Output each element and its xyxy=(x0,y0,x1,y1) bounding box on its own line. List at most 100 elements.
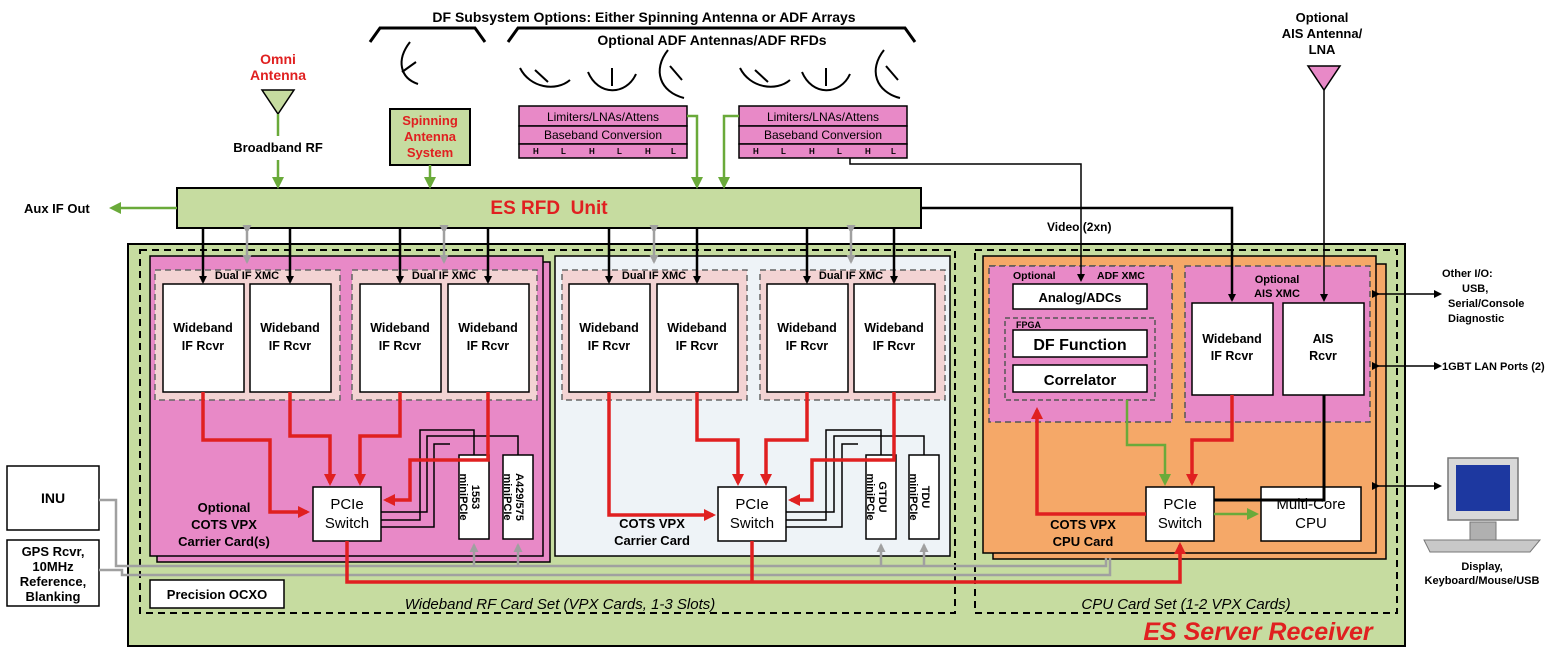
gray-clock-lines xyxy=(99,225,1185,577)
rcvr-label: IF Rcvr xyxy=(467,339,510,353)
pcie-switch-label: PCIe xyxy=(1163,496,1196,513)
tap-label: H xyxy=(645,147,651,156)
rfd-block-2 xyxy=(738,105,908,159)
dual-if-xmc-label: Dual IF XMC xyxy=(819,270,883,282)
carrier1-label-1: Optional xyxy=(198,500,251,515)
rcvr-label: IF Rcvr xyxy=(676,339,719,353)
server-title: ES Server Receiver xyxy=(1143,618,1374,646)
rcvr-label: IF Rcvr xyxy=(269,339,312,353)
rcvr-label: Wideband xyxy=(864,321,924,335)
other-io-label-3: Serial/Console xyxy=(1448,298,1524,310)
tap-label: H xyxy=(533,147,539,156)
aux-if-out-label: Aux IF Out xyxy=(24,201,90,216)
correlator-label: Correlator xyxy=(1044,372,1117,389)
ais-xmc-label-1: Optional xyxy=(1255,274,1300,286)
tap-label: L xyxy=(561,147,566,156)
cpu-label: Multi-Core xyxy=(1276,496,1345,513)
dual-if-xmc-label: Dual IF XMC xyxy=(622,270,686,282)
minipcie-a429-label: A429/575miniPCIe xyxy=(501,473,525,521)
ais-wb-label-1: Wideband xyxy=(1202,332,1262,346)
rcvr-label: Wideband xyxy=(579,321,639,335)
ais-rcvr-label-1: AIS xyxy=(1313,332,1334,346)
io-arrows xyxy=(1372,290,1442,490)
red-pcie-lines xyxy=(201,392,1234,584)
minipcie-1553-label: 1553miniPCIe xyxy=(457,473,481,520)
tap-label: H xyxy=(589,147,595,156)
display-label-1: Display, xyxy=(1461,561,1502,573)
omni-antenna-label-2: Antenna xyxy=(250,67,306,83)
fpga-label: FPGA xyxy=(1016,320,1042,330)
rfd1-row1: Limiters/LNAs/Attens xyxy=(547,110,659,124)
tap-label: L xyxy=(837,147,842,156)
es-rfd-unit-box xyxy=(176,187,922,229)
pcie-switch-label: PCIe xyxy=(330,496,363,513)
tap-label: L xyxy=(891,147,896,156)
dual-if-xmc-label: Dual IF XMC xyxy=(215,270,279,282)
spinning-label-1: Spinning xyxy=(402,113,458,128)
ais-rcvr-box xyxy=(1282,302,1365,396)
spinning-label-2: Antenna xyxy=(404,129,457,144)
carrier1-label-2: COTS VPX xyxy=(191,517,257,532)
df-function-label: DF Function xyxy=(1033,337,1126,354)
rcvr-label: Wideband xyxy=(173,321,233,335)
lan-label: 1GBT LAN Ports (2) xyxy=(1442,361,1545,373)
thin-bus-lines xyxy=(381,429,925,528)
inu-box xyxy=(6,465,100,531)
wideband-card-set-box xyxy=(139,249,956,614)
analog-adcs-label: Analog/ADCs xyxy=(1038,290,1121,305)
es-rfd-unit-title: ES RFD Unit xyxy=(490,198,608,219)
multi-core-cpu-box xyxy=(1260,486,1362,542)
ais-rcvr-label-2: Rcvr xyxy=(1309,349,1337,363)
correlator-box xyxy=(1012,364,1148,393)
rfd2-row1: Limiters/LNAs/Attens xyxy=(767,110,879,124)
df-function-box xyxy=(1012,329,1148,358)
ais-xmc-label-2: AIS XMC xyxy=(1254,288,1300,300)
carrier1-label-3: Carrier Card(s) xyxy=(178,534,270,549)
df-bracket-right xyxy=(506,26,917,43)
ais-antenna-label-2: AIS Antenna/ xyxy=(1282,26,1363,41)
video-label: Video (2xn) xyxy=(1047,220,1111,234)
cpu-card-set-box xyxy=(974,249,1398,614)
rcvr-label: Wideband xyxy=(458,321,518,335)
df-bracket-left xyxy=(368,26,487,43)
tap-label: H xyxy=(753,147,759,156)
other-io-label-1: Other I/O: xyxy=(1442,268,1493,280)
pcie-switch-label: Switch xyxy=(730,515,774,532)
ocxo-box xyxy=(149,579,285,609)
inu-label: INU xyxy=(41,490,65,506)
gps-label-1: GPS Rcvr, xyxy=(22,544,85,559)
omni-antenna-label-1: Omni xyxy=(260,51,296,67)
tap-label: H xyxy=(865,147,871,156)
cpu-card-label-2: CPU Card xyxy=(1053,534,1114,549)
ais-wb-label-2: IF Rcvr xyxy=(1211,349,1254,363)
rfd2-row2: Baseband Conversion xyxy=(764,128,882,142)
green-signal-lines xyxy=(109,114,1259,520)
black-signal-lines xyxy=(199,90,1328,502)
spinning-label-3: System xyxy=(407,145,453,160)
carrier2-label-2: Carrier Card xyxy=(614,533,690,548)
rfd1-row2: Baseband Conversion xyxy=(544,128,662,142)
carrier2-label-1: COTS VPX xyxy=(619,516,685,531)
other-io-label-4: Diagnostic xyxy=(1448,313,1504,325)
spinning-antenna-box xyxy=(389,108,471,166)
rfd-block-1 xyxy=(518,105,688,159)
rcvr-label: Wideband xyxy=(667,321,727,335)
tap-label: L xyxy=(617,147,622,156)
rcvr-label: IF Rcvr xyxy=(182,339,225,353)
minipcie-tdu-label: TDUminiPCIe xyxy=(907,473,931,520)
ais-wb-rcvr-box xyxy=(1191,302,1274,396)
rcvr-label: IF Rcvr xyxy=(379,339,422,353)
gps-label-2: 10MHz xyxy=(32,559,74,574)
ais-antenna-label-1: Optional xyxy=(1296,10,1349,25)
gps-box xyxy=(6,539,100,607)
tap-label: H xyxy=(809,147,815,156)
df-options-label: DF Subsystem Options: Either Spinning An… xyxy=(432,9,855,25)
ais-antenna-icon xyxy=(1306,65,1342,92)
rcvr-label: Wideband xyxy=(777,321,837,335)
minipcie-boxes xyxy=(458,454,940,540)
computer-icon xyxy=(1423,457,1542,553)
other-io-label-2: USB, xyxy=(1462,283,1488,295)
gps-label-4: Blanking xyxy=(26,589,81,604)
cpu-set-label: CPU Card Set (1-2 VPX Cards) xyxy=(1081,596,1290,613)
broadband-rf-label: Broadband RF xyxy=(233,140,323,155)
